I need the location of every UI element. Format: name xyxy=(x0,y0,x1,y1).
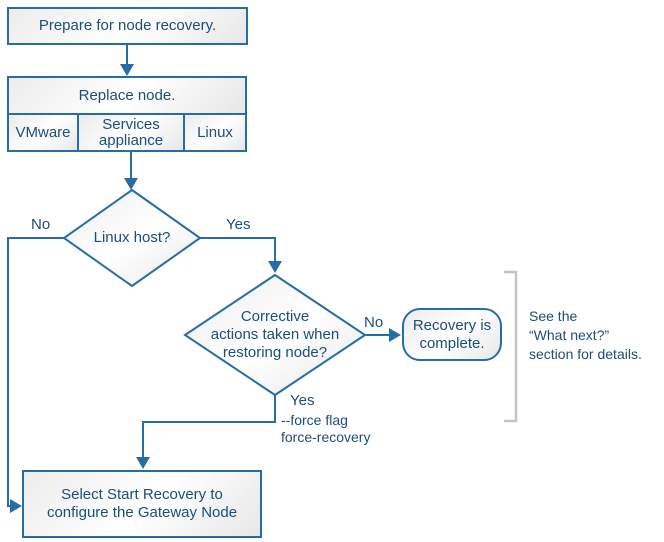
connector-linuxhost-no-to-start xyxy=(7,237,64,507)
corrective-actions-question: Corrective actions taken when restoring … xyxy=(210,308,340,361)
platform-linux: Linux xyxy=(185,115,245,150)
edge-label-no: No xyxy=(364,314,384,331)
arrowhead-right-icon xyxy=(10,499,22,513)
linux-host-diamond xyxy=(62,188,202,288)
replace-node: Replace node. xyxy=(9,78,245,115)
replace-node-group: Replace node. VMware Services appliance … xyxy=(7,76,247,152)
prepare-node: Prepare for node recovery. xyxy=(7,7,248,45)
platform-vmware: VMware xyxy=(9,115,79,150)
edge-label-yes: Yes xyxy=(290,392,315,409)
arrowhead-right-icon xyxy=(389,328,401,342)
what-next-annotation: See the “What next?” section for details… xyxy=(529,308,642,362)
connector-linuxhost-yes-to-corrective xyxy=(200,237,276,261)
platform-row: VMware Services appliance Linux xyxy=(9,115,245,150)
start-recovery-node: Select Start Recovery to configure the G… xyxy=(22,470,262,538)
arrowhead-down-icon xyxy=(136,457,150,469)
linux-host-question: Linux host? xyxy=(93,229,171,246)
arrowhead-down-icon xyxy=(120,64,134,76)
edge-label-no: No xyxy=(31,216,51,233)
arrowhead-down-icon xyxy=(124,178,138,190)
edge-label-yes: Yes xyxy=(226,216,251,233)
platform-services-appliance: Services appliance xyxy=(79,115,185,150)
force-flag-note: --force flag force-recovery xyxy=(281,412,371,445)
bracket xyxy=(504,270,518,423)
connector-corrective-yes-to-start xyxy=(142,395,276,457)
recovery-complete-node: Recovery is complete. xyxy=(402,308,502,361)
corrective-actions-diamond xyxy=(183,273,367,397)
arrowhead-down-icon xyxy=(268,261,282,273)
